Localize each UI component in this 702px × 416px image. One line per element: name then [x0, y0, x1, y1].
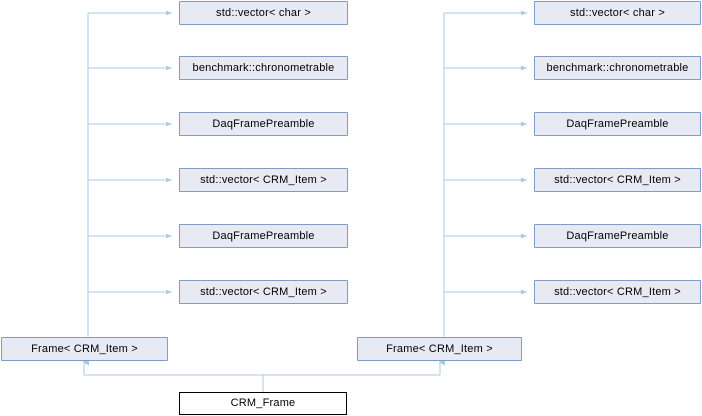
node-label: std::vector< CRM_Item > — [200, 173, 327, 186]
node-label: std::vector< char > — [216, 6, 311, 19]
node-label: DaqFramePreamble — [566, 229, 669, 242]
node-daqframepreamble-right-2[interactable]: DaqFramePreamble — [534, 224, 701, 248]
node-std-vector-crm-item-right-2[interactable]: std::vector< CRM_Item > — [534, 280, 701, 304]
node-label: DaqFramePreamble — [212, 117, 315, 130]
node-label: std::vector< CRM_Item > — [200, 285, 327, 298]
node-label: CRM_Frame — [230, 397, 296, 409]
node-label: std::vector< char > — [570, 6, 665, 19]
node-std-vector-char-right[interactable]: std::vector< char > — [534, 1, 701, 25]
node-label: benchmark::chronometrable — [192, 61, 335, 74]
node-benchmark-chronometrable-right[interactable]: benchmark::chronometrable — [534, 56, 701, 80]
node-label: Frame< CRM_Item > — [386, 342, 493, 355]
node-frame-crm-item-left[interactable]: Frame< CRM_Item > — [1, 337, 168, 361]
node-daqframepreamble-left-2[interactable]: DaqFramePreamble — [179, 224, 348, 248]
node-frame-crm-item-right[interactable]: Frame< CRM_Item > — [357, 337, 522, 361]
node-label: Frame< CRM_Item > — [31, 342, 138, 355]
node-crm-frame[interactable]: CRM_Frame — [179, 392, 347, 415]
node-label: benchmark::chronometrable — [546, 61, 689, 74]
node-label: std::vector< CRM_Item > — [554, 285, 681, 298]
node-std-vector-crm-item-right-1[interactable]: std::vector< CRM_Item > — [534, 168, 701, 192]
node-std-vector-char-left[interactable]: std::vector< char > — [179, 1, 348, 25]
node-label: DaqFramePreamble — [566, 117, 669, 130]
node-daqframepreamble-left-1[interactable]: DaqFramePreamble — [179, 112, 348, 136]
node-std-vector-crm-item-left-2[interactable]: std::vector< CRM_Item > — [179, 280, 348, 304]
node-benchmark-chronometrable-left[interactable]: benchmark::chronometrable — [179, 56, 348, 80]
node-label: std::vector< CRM_Item > — [554, 173, 681, 186]
node-daqframepreamble-right-1[interactable]: DaqFramePreamble — [534, 112, 701, 136]
node-std-vector-crm-item-left-1[interactable]: std::vector< CRM_Item > — [179, 168, 348, 192]
node-label: DaqFramePreamble — [212, 229, 315, 242]
